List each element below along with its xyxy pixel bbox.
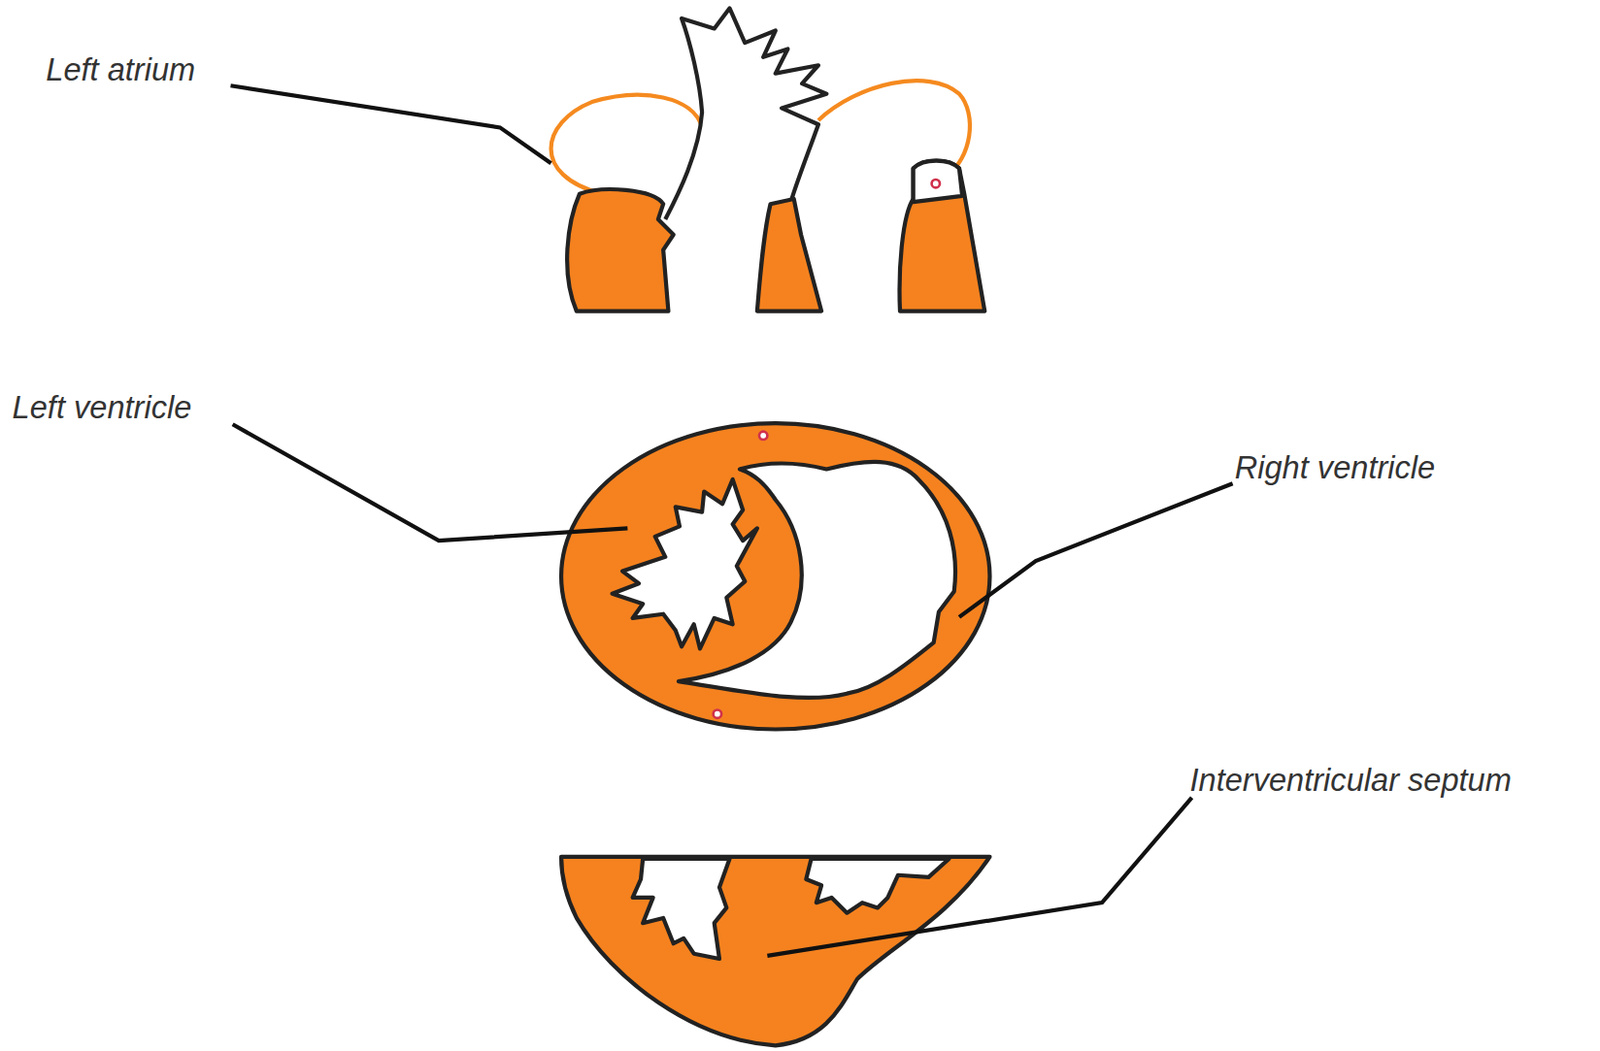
apex-section xyxy=(561,857,990,1046)
part-label: Right ventricle xyxy=(1234,451,1435,487)
part-label: Left atrium xyxy=(45,53,196,89)
part-label: Interventricular septum xyxy=(1189,763,1511,799)
apex-cavity xyxy=(633,859,731,960)
part-label: Left ventricle xyxy=(12,391,193,427)
leader-line xyxy=(233,424,629,541)
left-atrium-wall xyxy=(551,95,703,195)
atrial-wall xyxy=(757,199,822,312)
coronary-vessel xyxy=(932,179,940,188)
apex-cavity xyxy=(805,859,949,914)
leader-line xyxy=(231,85,552,164)
vessel-tip xyxy=(913,161,963,203)
ventricles-section xyxy=(561,423,990,730)
coronary-vessel xyxy=(759,432,767,440)
atrial-wall xyxy=(566,189,674,311)
great-vessel xyxy=(665,7,827,220)
coronary-vessel xyxy=(713,710,722,719)
leader-line xyxy=(959,483,1234,618)
leader-line xyxy=(766,798,1192,957)
atrial-wall xyxy=(900,161,986,312)
left-ventricle-cavity xyxy=(612,479,758,649)
